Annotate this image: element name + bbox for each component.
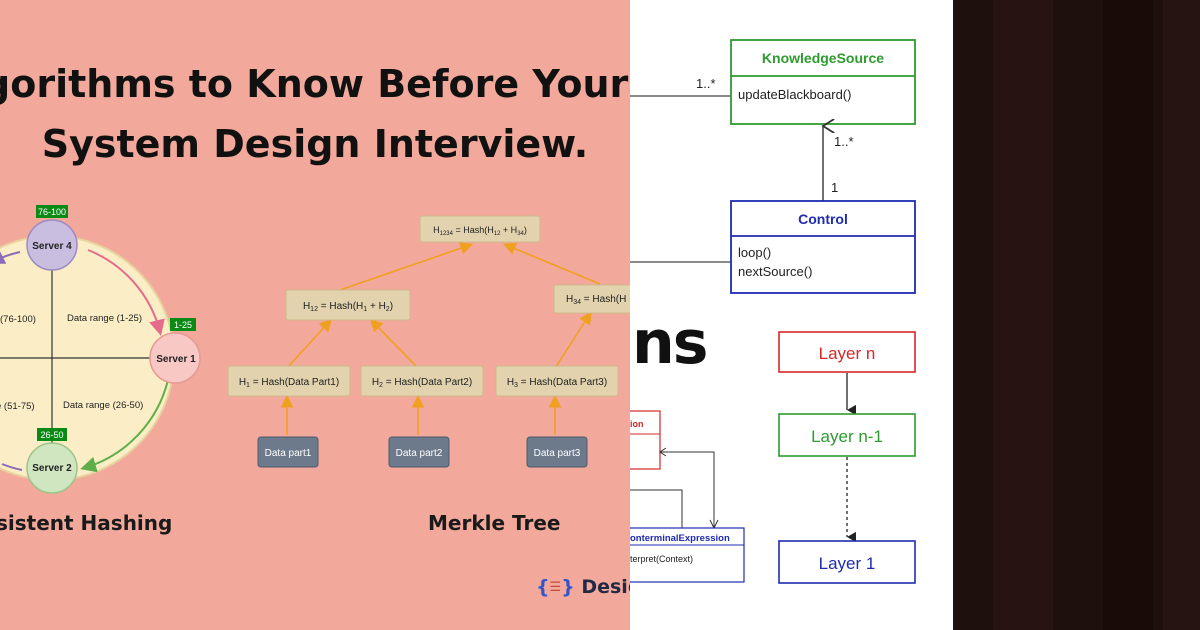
layer-n-label: Layer n: [819, 344, 876, 363]
merkle-tree-caption: Merkle Tree: [428, 511, 561, 535]
merkle-h2-label: H2 = Hash(Data Part2): [372, 377, 472, 389]
layer-1-label: Layer 1: [819, 554, 876, 573]
patterns-heading-fragment: ns: [632, 308, 708, 378]
control-method-next-source: nextSource(): [738, 264, 812, 279]
nonterminal-expression-method: terpret(Context): [630, 554, 693, 564]
merkle-h12-label: H12 = Hash(H1 + H2): [303, 301, 393, 313]
logo: {☰} Desig: [536, 576, 630, 598]
server-4-node: [26, 219, 78, 271]
server-2-label: Server 2: [32, 463, 72, 474]
interpreter-top-label: ion: [630, 419, 644, 429]
server-4-label: Server 4: [32, 241, 72, 252]
merkle-tree-diagram: H1234 = Hash(H12 + H34) H12 = Hash(H1 + …: [227, 215, 630, 468]
merkle-h3-node: [495, 365, 619, 397]
title-line-1: lgorithms to Know Before Your n: [0, 62, 630, 106]
interpreter-abstract-class: [630, 410, 661, 470]
dark-photo-panel: [953, 0, 1200, 630]
server-1-node: [149, 332, 201, 384]
server-1-badge: [170, 318, 196, 331]
layer-n-1-label: Layer n-1: [811, 427, 883, 446]
server-2-badge: [37, 428, 67, 441]
nonterminal-expression-class: [630, 527, 745, 583]
data-part-1: [257, 436, 319, 468]
infographic-panel: lgorithms to Know Before Your n System D…: [0, 0, 630, 630]
logo-brace-close: }: [561, 576, 575, 598]
data-part-1-label: Data part1: [265, 448, 312, 459]
control-method-loop: loop(): [738, 245, 771, 260]
control-multiplicity-top: 1..*: [834, 134, 854, 149]
layer-n-1-box: [778, 413, 916, 457]
title-line-2: System Design Interview.: [41, 122, 589, 166]
logo-text: Desig: [581, 576, 630, 598]
logo-brace-open: {: [536, 576, 550, 598]
server-4-badge-text: 76-100: [38, 207, 66, 217]
control-class: [730, 200, 916, 294]
layer-n-box: [778, 331, 916, 373]
uml-diagrams: 1..* KnowledgeSource updateBlackboard() …: [630, 39, 916, 584]
merkle-h34-label: H34 = Hash(H: [566, 294, 626, 306]
range-top-left: (76-100): [0, 314, 36, 325]
control-title: Control: [798, 211, 848, 227]
menu-icon: ☰: [549, 580, 562, 595]
server-2-node: [26, 442, 78, 494]
merkle-root-node: [419, 215, 541, 243]
server-1-label: Server 1: [156, 354, 196, 365]
merkle-h1-label: H1 = Hash(Data Part1): [239, 377, 339, 389]
data-part-2-label: Data part2: [396, 448, 443, 459]
server-2-badge-text: 26-50: [40, 430, 63, 440]
knowledge-source-title: KnowledgeSource: [762, 50, 884, 66]
range-bottom-left: e (51-75): [0, 401, 35, 412]
data-part-3-label: Data part3: [534, 448, 581, 459]
merkle-h1-node: [227, 365, 351, 397]
merkle-h34-node: [553, 284, 630, 314]
data-part-2: [388, 436, 450, 468]
range-bottom-right: Data range (26-50): [63, 400, 143, 411]
dark-texture: [953, 0, 1200, 630]
nonterminal-expression-title: onterminalExpression: [630, 533, 730, 544]
layer-1-box: [778, 540, 916, 584]
merkle-h12-node: [285, 289, 411, 321]
control-multiplicity-bottom: 1: [831, 180, 838, 195]
data-part-3: [526, 436, 588, 468]
server-1-badge-text: 1-25: [174, 320, 192, 330]
server-4-badge: [36, 205, 68, 218]
consistent-hashing-diagram: Server 4 76-100 Server 1 1-25 Server 2 2…: [0, 205, 201, 494]
merkle-h3-label: H3 = Hash(Data Part3): [507, 377, 607, 389]
consistent-hashing-caption: sistent Hashing: [0, 511, 173, 535]
uml-panel: 1..* KnowledgeSource updateBlackboard() …: [630, 0, 953, 630]
knowledge-source-method: updateBlackboard(): [738, 87, 851, 102]
merkle-root-label: H1234 = Hash(H12 + H34): [433, 225, 527, 237]
range-top-right: Data range (1-25): [67, 313, 142, 324]
ks-multiplicity-left: 1..*: [696, 76, 716, 91]
merkle-h2-node: [360, 365, 484, 397]
